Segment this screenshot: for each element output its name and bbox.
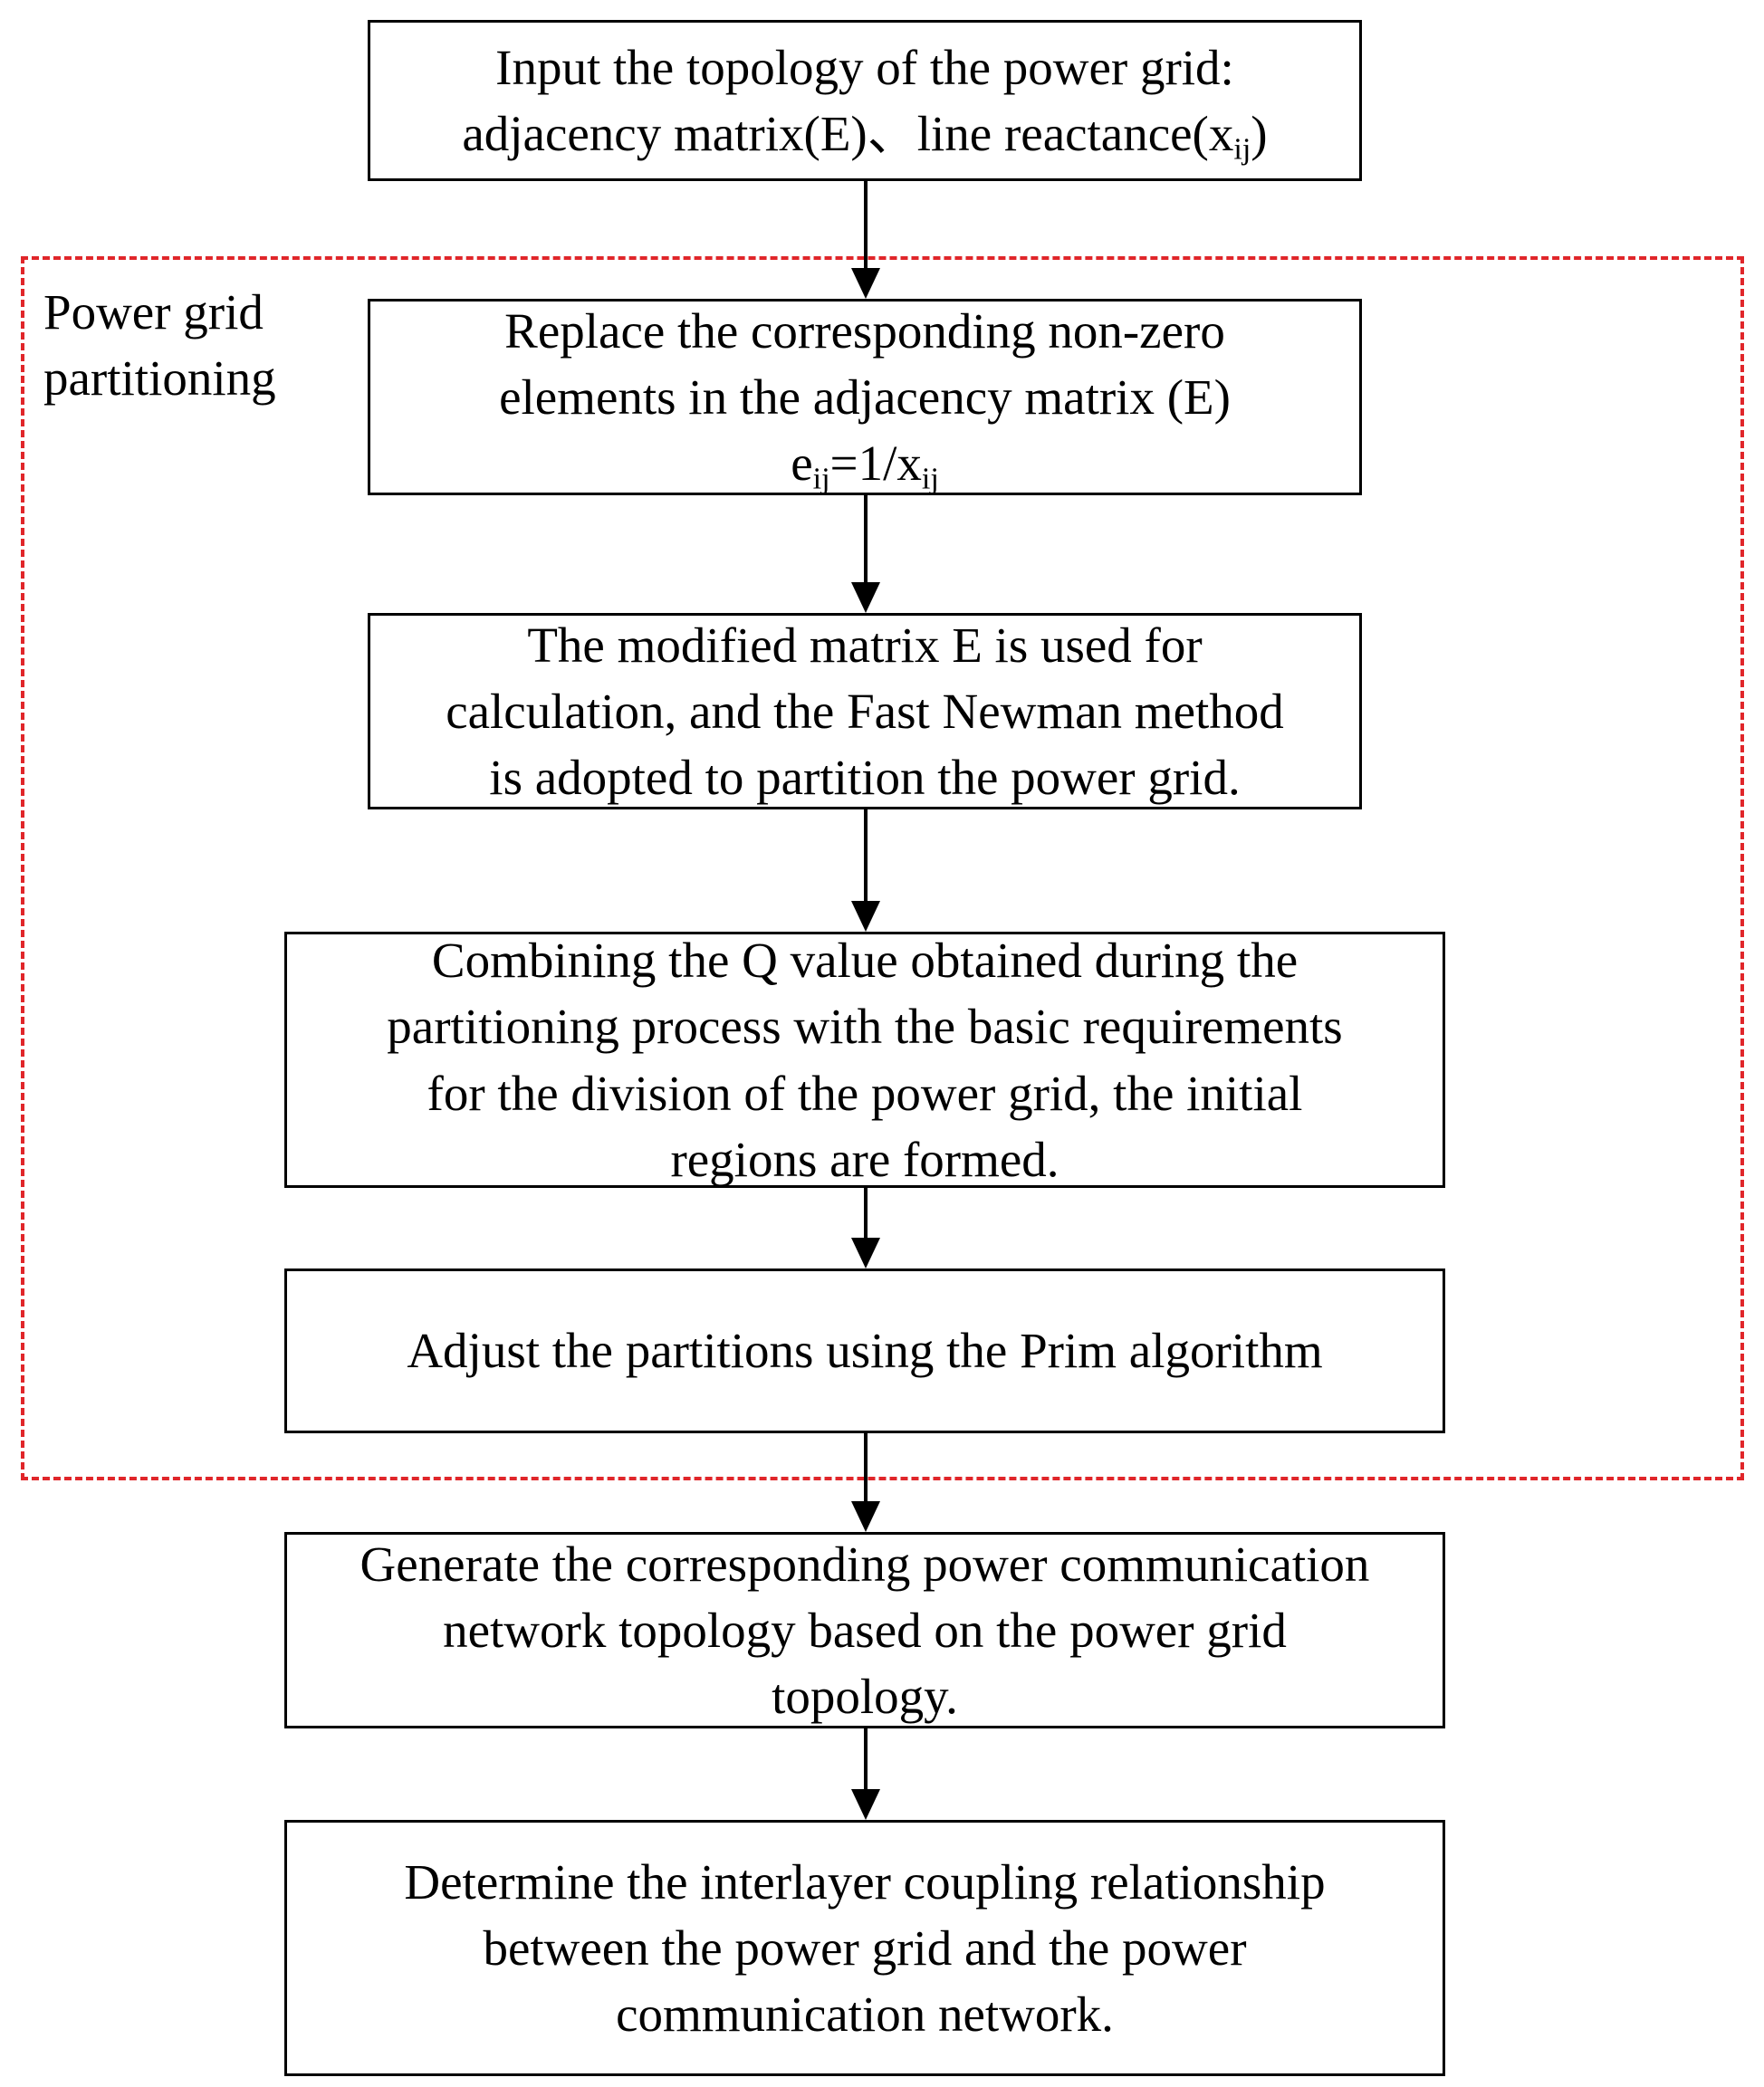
initial-regions-line4: regions are formed. [670,1131,1059,1187]
arrow-regions-to-prim-head [851,1238,880,1268]
initial-regions-box: Combining the Q value obtained during th… [284,932,1445,1188]
fast-newman-line1: The modified matrix E is used for [527,617,1203,673]
coupling-relationship-line3: communication network. [616,1986,1114,2043]
coupling-relationship-box: Determine the interlayer coupling relati… [284,1820,1445,2076]
coupling-relationship-line1: Determine the interlayer coupling relati… [404,1853,1326,1910]
fast-newman-box: The modified matrix E is used for calcul… [368,613,1362,809]
generate-network-line3: topology. [772,1669,958,1725]
input-topology-line2: adjacency matrix(E)、line reactance(xij) [462,106,1268,167]
partitioning-region-label: Power grid partitioning [43,279,276,411]
region-label-line1: Power grid [43,284,264,340]
arrow-replace-to-newman-head [851,582,880,613]
arrow-input-to-replace-head [851,268,880,299]
initial-regions-line3: for the division of the power grid, the … [427,1065,1303,1121]
input-topology-line1: Input the topology of the power grid: [495,39,1234,95]
arrow-prim-to-generate-head [851,1501,880,1532]
input-topology-box: Input the topology of the power grid: ad… [368,20,1362,181]
generate-network-box: Generate the corresponding power communi… [284,1532,1445,1728]
initial-regions-line2: partitioning process with the basic requ… [387,999,1343,1055]
fast-newman-line3: is adopted to partition the power grid. [489,750,1241,806]
prim-adjust-line1: Adjust the partitions using the Prim alg… [407,1323,1323,1379]
generate-network-line1: Generate the corresponding power communi… [360,1536,1370,1592]
fast-newman-line2: calculation, and the Fast Newman method [446,683,1284,739]
replace-elements-line2: elements in the adjacency matrix (E) [499,369,1231,425]
replace-elements-formula: eij=1/xij [791,436,939,496]
prim-adjust-box: Adjust the partitions using the Prim alg… [284,1268,1445,1433]
replace-elements-line1: Replace the corresponding non-zero [504,302,1225,359]
region-label-line2: partitioning [43,350,276,407]
arrow-newman-to-regions-head [851,901,880,932]
replace-elements-box: Replace the corresponding non-zero eleme… [368,299,1362,495]
initial-regions-line1: Combining the Q value obtained during th… [431,933,1299,989]
generate-network-line2: network topology based on the power grid [443,1602,1287,1658]
coupling-relationship-line2: between the power grid and the power [483,1919,1247,1976]
arrow-generate-to-coupling-head [851,1789,880,1820]
